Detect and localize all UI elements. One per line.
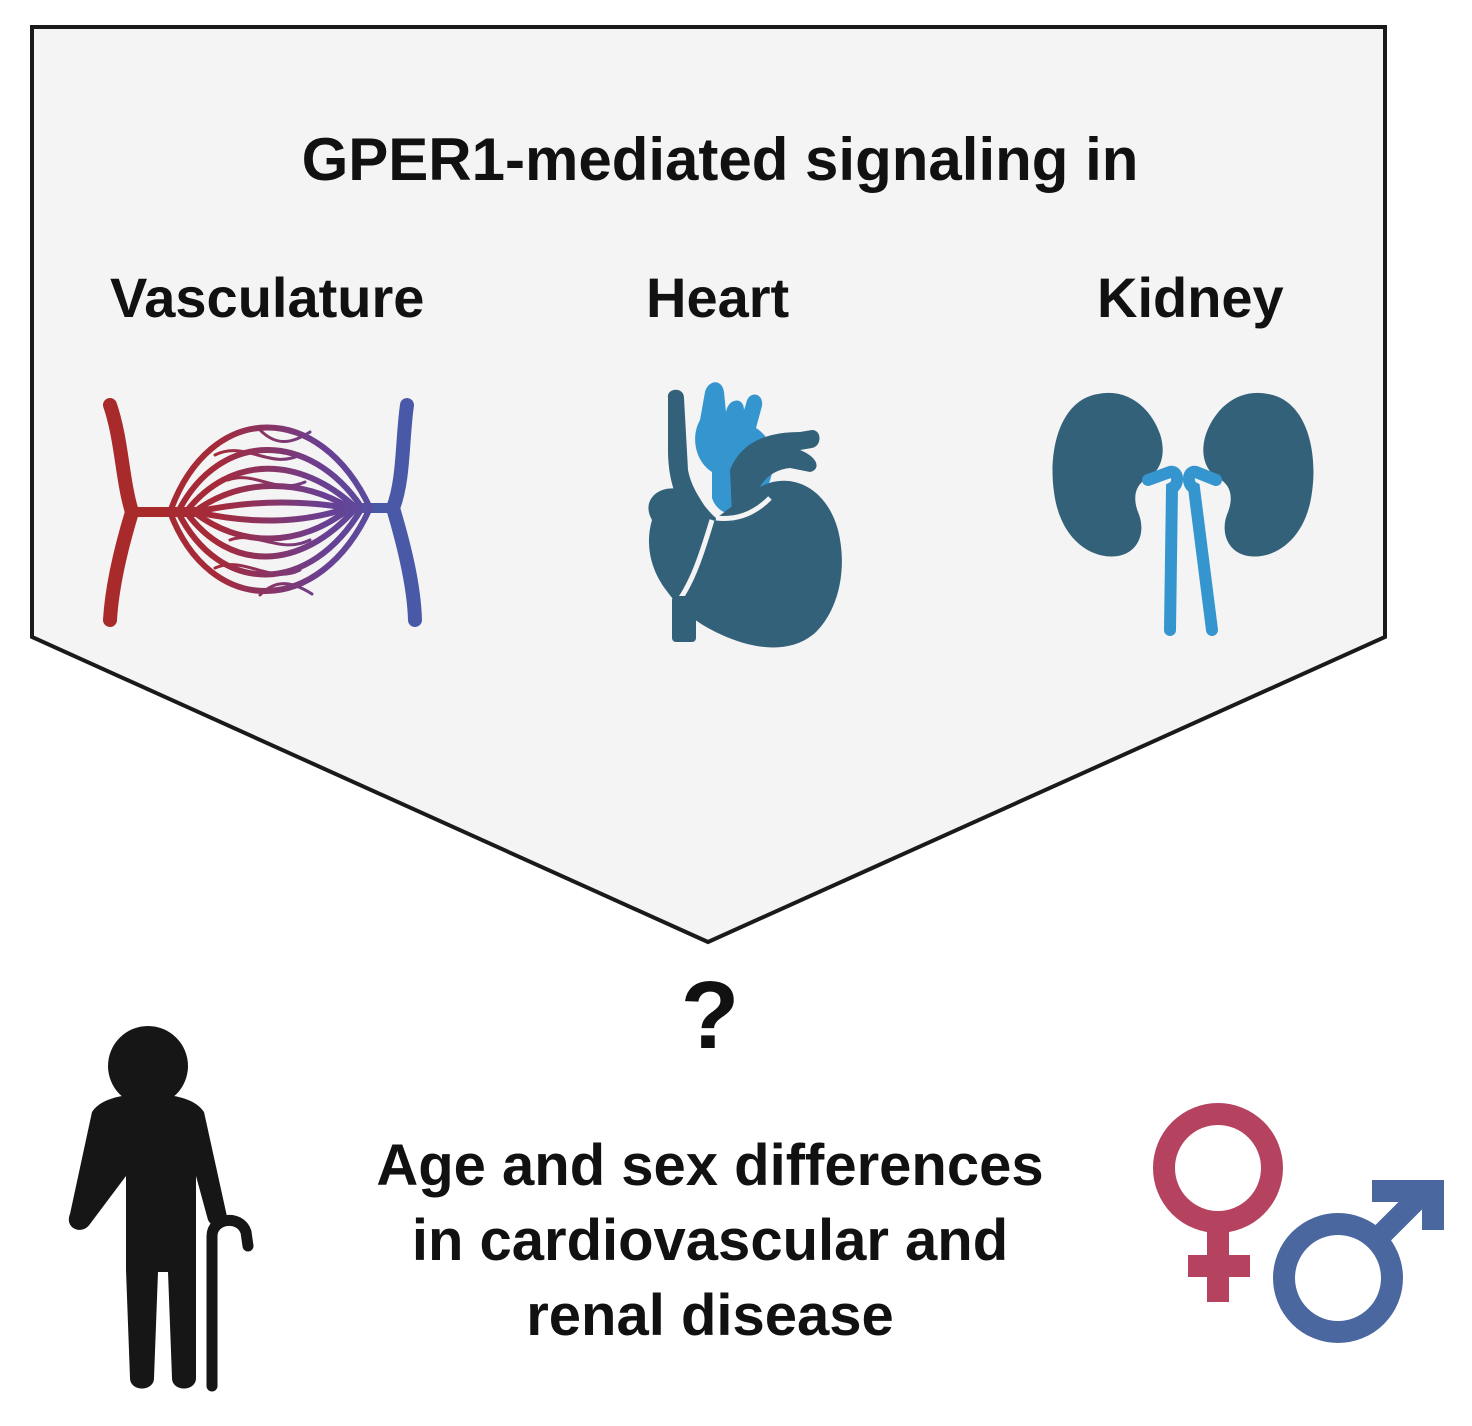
elderly-person-with-cane-icon — [68, 1026, 254, 1392]
organ-label-vasculature: Vasculature — [110, 266, 425, 329]
panel-title: GPER1-mediated signaling in — [301, 126, 1139, 193]
conclusion-line: Age and sex differences — [376, 1133, 1044, 1198]
kidney-icon — [1052, 392, 1314, 636]
signaling-panel — [30, 25, 1387, 945]
heart-icon — [648, 382, 842, 648]
female-symbol-icon — [1153, 1103, 1283, 1302]
male-symbol-icon — [1273, 1180, 1444, 1343]
organ-label-heart: Heart — [646, 266, 790, 329]
female-male-symbols-icon — [1153, 1103, 1444, 1343]
conclusion-line: renal disease — [526, 1283, 894, 1348]
vasculature-icon — [103, 398, 422, 627]
conclusion-text: Age and sex differences in cardiovascula… — [300, 1128, 1120, 1353]
question-mark: ? — [680, 962, 740, 1069]
conclusion-line: in cardiovascular and — [411, 1208, 1009, 1273]
organ-label-kidney: Kidney — [1097, 266, 1284, 329]
